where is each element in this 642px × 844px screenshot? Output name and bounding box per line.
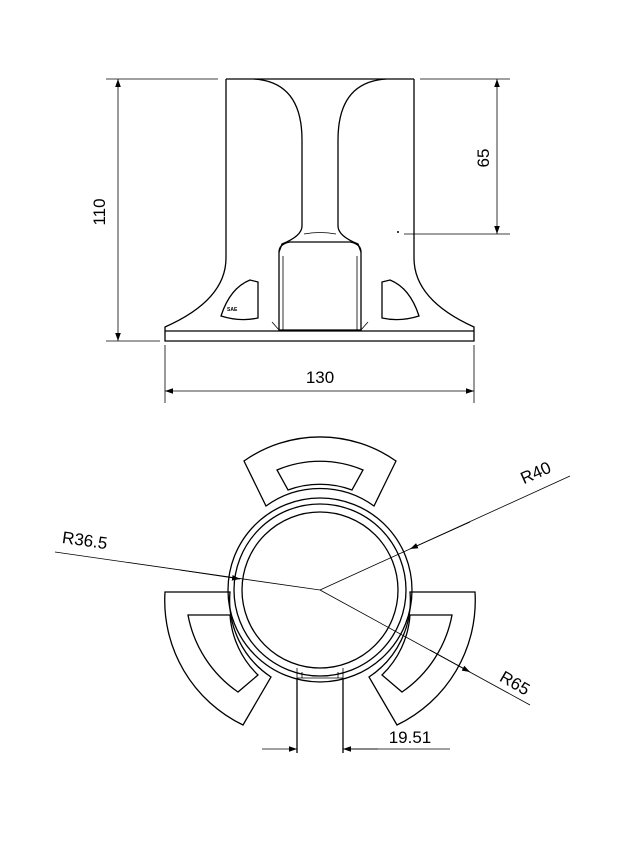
lobe-left — [164, 591, 272, 726]
central-pocket — [278, 241, 362, 331]
front-outer-profile — [164, 79, 475, 342]
lobe-right-window — [381, 614, 453, 693]
ring-r40 — [233, 503, 407, 677]
lobe-right — [368, 591, 476, 726]
top-view: R40 R36.5 R65 19.51 — [54, 436, 571, 753]
dim-gap-label: 19.51 — [389, 728, 432, 747]
leader-r40-arrow — [409, 521, 471, 550]
lobe-left-window — [187, 614, 259, 693]
base-notch-right — [359, 321, 369, 332]
right-window-slot — [381, 279, 420, 321]
base-notch-left — [271, 321, 281, 332]
dim-height-label: 110 — [90, 198, 109, 225]
leader-r36-5-arrow — [179, 569, 241, 581]
central-pocket-inner — [282, 256, 358, 330]
keyway-notch — [296, 668, 344, 679]
front-view: SAE 110 65 130 — [90, 78, 510, 403]
dim-r36-5-label: R36.5 — [61, 528, 109, 553]
ring-r36-5 — [241, 511, 399, 669]
bottom-notch — [296, 678, 344, 753]
dim-width-label: 130 — [306, 368, 334, 387]
leader-r65 — [319, 589, 531, 706]
outer-ring — [227, 497, 413, 683]
dim-r65-label: R65 — [496, 667, 533, 699]
left-window-slot — [220, 279, 259, 321]
leader-r65-arrow — [429, 649, 471, 673]
left-neck-fillet — [253, 78, 303, 253]
neck-inner-line — [303, 232, 337, 235]
lobe-top-window — [276, 460, 364, 491]
lobe-top — [243, 436, 397, 507]
right-neck-fillet — [337, 78, 387, 253]
reference-dot — [397, 231, 399, 233]
dim-upper-height-label: 65 — [474, 149, 493, 168]
dim-r40-label: R40 — [518, 458, 554, 488]
logo-mark: SAE — [227, 307, 238, 313]
